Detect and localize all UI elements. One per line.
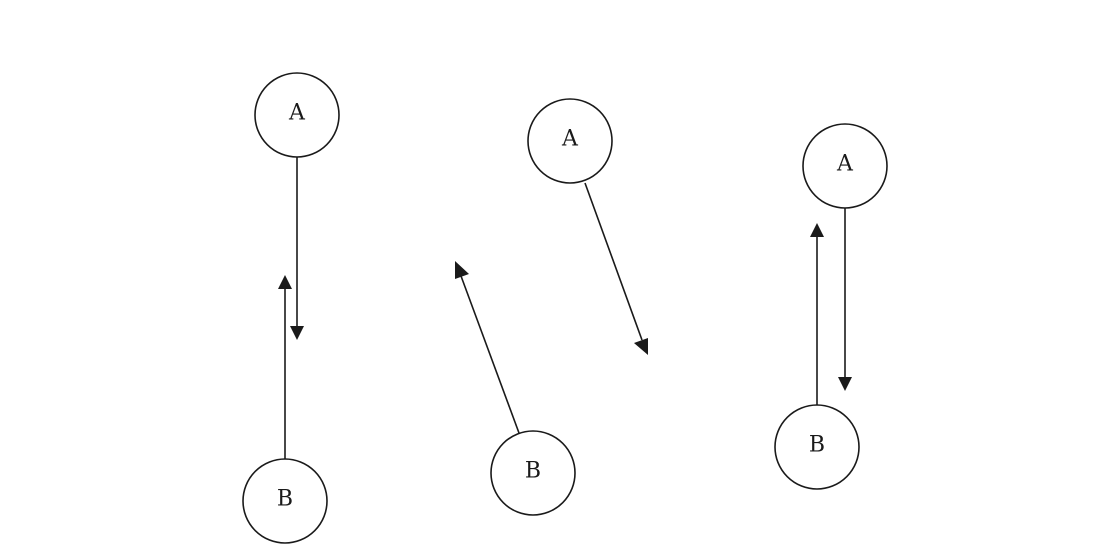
node-a-2-label: A [561,127,579,152]
arrowhead-down-3 [838,377,852,391]
node-a-3-label: A [836,152,854,177]
node-a-3: A [802,123,888,209]
arrowhead-down-1 [290,326,304,340]
arrow-a-to-down-2 [584,182,643,341]
arrowhead-down-2 [634,338,648,355]
node-b-3-label: B [809,433,825,458]
node-b-2-label: B [525,459,541,484]
node-b-3: B [774,404,860,490]
node-b-2: B [490,430,576,516]
node-a-1-label: A [288,101,306,126]
node-b-1-label: B [277,487,293,512]
node-a-1: A [254,72,340,158]
arrow-b-to-up-2 [460,275,520,434]
arrowhead-up-3 [810,223,824,237]
arrowhead-up-2 [455,261,469,279]
scenario-2: A B [455,98,648,516]
node-b-1: B [242,458,328,544]
arrowhead-up-1 [278,275,292,289]
node-a-2: A [527,98,613,184]
scenario-3: A B [774,123,888,490]
scenario-1: A B [242,72,340,544]
